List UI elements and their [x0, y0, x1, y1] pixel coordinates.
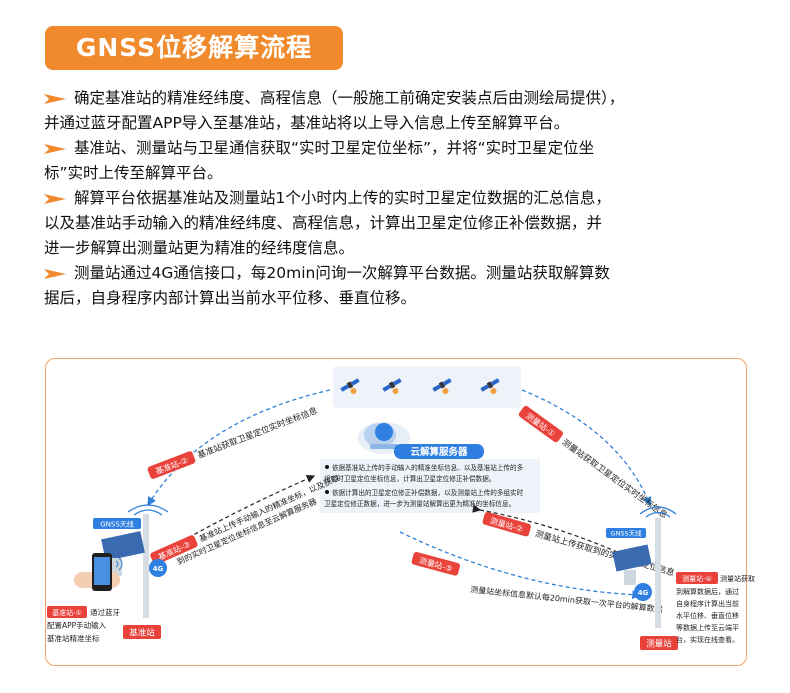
arrow-bullet-icon — [44, 194, 66, 204]
satellite-icon — [340, 378, 360, 395]
step-tag — [676, 572, 718, 584]
svg-text:依据计算出的卫星定位修正补偿数据，以及测量站上传的多组实时: 依据计算出的卫星定位修正补偿数据，以及测量站上传的多组实时 — [332, 488, 524, 497]
description-text: 确定基准站的精准经纬度、高程信息（一般施工前确定安装点后由测绘局提供），并通过蓝… — [44, 86, 756, 311]
page-title: GNSS位移解算流程 — [45, 26, 343, 70]
step-tag — [147, 451, 196, 479]
measure-station-label-badge — [640, 636, 678, 650]
step-label: 测量站获取卫星定位实时坐标信息 — [560, 437, 670, 521]
arc-satellite-to-base — [147, 389, 331, 507]
svg-text:4G: 4G — [638, 589, 649, 597]
solar-panel-icon — [612, 544, 652, 572]
paragraph-1: 确定基准站的精准经纬度、高程信息（一般施工前确定安装点后由测绘局提供），并通过蓝… — [44, 89, 625, 132]
gnss-antenna-tag — [606, 528, 646, 538]
step-label: 基准站获取卫星定位实时坐标信息 — [196, 405, 319, 461]
svg-text:GNSS天线: GNSS天线 — [610, 529, 642, 538]
step-label: 测量站上传获取到的实时卫星定位信息 — [534, 528, 676, 579]
paragraph-3: 解算平台依据基准站及测量站1个小时内上传的实时卫星定位数据的汇总信息，以及基准站… — [44, 189, 611, 257]
paragraph-2: 基准站、测量站与卫星通信获取“实时卫星定位坐标”，并将“实时卫星定位坐标”实时上… — [44, 139, 595, 182]
step-label: 到解算数据后，通过 — [676, 587, 739, 596]
step-label: 水平位移、垂直位移 — [676, 611, 739, 620]
step-label: 通过蓝牙 — [90, 607, 120, 617]
svg-text:组实时卫星定位坐标信息，计算出卫星定位修正补偿数据。: 组实时卫星定位坐标信息，计算出卫星定位修正补偿数据。 — [324, 474, 495, 483]
signal-4g-icon — [149, 559, 167, 577]
step-label: 基准站上传手动输入的精准坐标，以及获取 — [198, 473, 341, 544]
svg-text:卫星定位修正数据，进一步为测量站解算出更为精准的坐标信息。: 卫星定位修正数据，进一步为测量站解算出更为精准的坐标信息。 — [324, 499, 515, 508]
step-tag — [150, 535, 198, 565]
step-label: 测量站坐标信息默认每20min获取一次平台的解算数据 — [470, 584, 663, 614]
svg-text:GNSS天线: GNSS天线 — [100, 520, 134, 529]
svg-text:基准站-①: 基准站-① — [52, 608, 82, 617]
measure-station: GNSS天线 4G 测量站 — [606, 506, 678, 650]
bullet-dot — [325, 465, 329, 469]
cloud-server-title: 云解算服务器 — [410, 446, 468, 458]
arrow-bullet-icon — [44, 269, 66, 279]
cloud-server-title-badge — [394, 444, 484, 459]
step-label: 基准站精准坐标 — [47, 633, 100, 643]
step-tag — [411, 551, 461, 576]
arc-base-to-cloud — [169, 475, 316, 549]
satellite-icon — [432, 378, 452, 395]
step-label: 等数据上传至云端平 — [676, 623, 739, 632]
step-label: 自身程序计算出当前 — [676, 599, 739, 608]
satellite-icon — [382, 378, 402, 395]
solar-panel-icon — [101, 531, 145, 561]
step-tag — [47, 606, 87, 618]
arc-cloud-to-measure — [399, 531, 642, 600]
step-tag — [518, 405, 563, 443]
svg-text:基准站-②: 基准站-② — [154, 455, 189, 477]
step-label: 测量站获取 — [720, 574, 755, 583]
measure-station-label: 测量站 — [646, 639, 672, 650]
phone-icon — [74, 553, 123, 591]
arrow-bullet-icon — [44, 144, 66, 154]
satellite-strip — [333, 366, 521, 408]
step-label: 配置APP手动输入 — [47, 620, 107, 630]
gnss-antenna-tag — [93, 518, 141, 529]
signal-4g-icon — [634, 583, 652, 601]
cloud-server-panel — [320, 459, 540, 513]
bullet-dot — [325, 490, 329, 494]
base-station-label: 基准站 — [129, 628, 155, 639]
base-station-label-badge — [123, 625, 161, 639]
step-tag — [482, 512, 531, 537]
arc-satellite-to-measure — [521, 389, 652, 507]
arrow-bullet-icon — [44, 94, 66, 104]
satellite-icon — [480, 378, 500, 395]
svg-text:依据基准站上传的手动输入的精准坐标信息、以及基准站上传的多: 依据基准站上传的手动输入的精准坐标信息、以及基准站上传的多 — [332, 463, 524, 472]
svg-text:测量站-④: 测量站-④ — [682, 574, 712, 583]
paragraph-4: 测量站通过4G通信接口，每20min问询一次解算平台数据。测量站获取解算数据后，… — [44, 264, 610, 307]
step-label: 台，实现在线查看。 — [676, 635, 739, 644]
svg-text:4G: 4G — [153, 565, 164, 573]
step-label: 到的实时卫星定位坐标信息至云解算服务器 — [175, 496, 318, 567]
base-station: GNSS天线 4G 基准站 — [93, 504, 169, 639]
